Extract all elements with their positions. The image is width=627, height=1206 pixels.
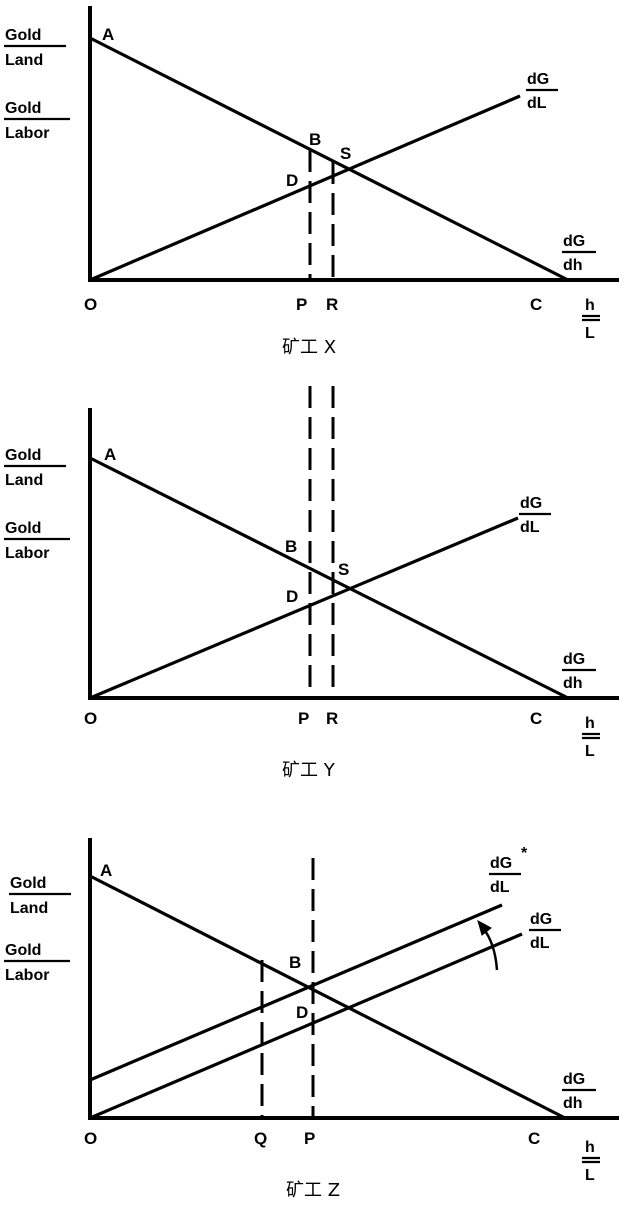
y-label-land-num: Gold	[10, 875, 46, 892]
curve-label-dGdL-den: dL	[520, 519, 540, 536]
x-label-den: L	[585, 325, 595, 342]
point-R: R	[326, 295, 338, 314]
curve-label-dGdL-star-num: dG	[490, 855, 512, 872]
curve-label-dGdh-num: dG	[563, 233, 585, 250]
curve-label-dGdh-den: dh	[563, 675, 583, 692]
point-C: C	[530, 709, 542, 728]
caption-y: 矿工 Y	[282, 760, 336, 781]
point-A: A	[100, 861, 112, 880]
curve-label-dGdh-num: dG	[563, 1071, 585, 1088]
curve-label-dGdL-num: dG	[527, 71, 549, 88]
point-P: P	[296, 295, 307, 314]
point-D: D	[296, 1003, 308, 1022]
y-label-labor-num: Gold	[5, 942, 41, 959]
point-C: C	[530, 295, 542, 314]
y-label-labor-den: Labor	[5, 125, 49, 142]
curve-label-dGdL-den: dL	[530, 935, 550, 952]
y-label-land-num: Gold	[5, 27, 41, 44]
point-D: D	[286, 587, 298, 606]
panel-x: Gold Land Gold Labor A B S D O P R C dG …	[4, 6, 619, 358]
point-S: S	[338, 560, 349, 579]
y-label-labor-den: Labor	[5, 967, 49, 984]
caption-x: 矿工 X	[282, 337, 336, 358]
point-R: R	[326, 709, 338, 728]
point-D: D	[286, 171, 298, 190]
curve-dGdL-star	[89, 903, 503, 1082]
point-S: S	[340, 144, 351, 163]
point-Q: Q	[254, 1129, 267, 1148]
curve-dGdL	[89, 932, 523, 1120]
point-C: C	[528, 1129, 540, 1148]
y-label-land-den: Land	[5, 472, 43, 489]
x-label-num: h	[585, 1139, 595, 1156]
curve-dGdL	[89, 516, 519, 700]
point-B: B	[289, 953, 301, 972]
y-label-land-num: Gold	[5, 447, 41, 464]
x-label-den: L	[585, 1167, 595, 1184]
shift-arrow-head-icon	[477, 919, 492, 936]
curve-dGdh	[89, 874, 566, 1120]
point-P: P	[304, 1129, 315, 1148]
caption-z: 矿工 Z	[286, 1180, 340, 1201]
y-label-labor-num: Gold	[5, 100, 41, 117]
point-B: B	[285, 537, 297, 556]
curve-label-dGdL-num: dG	[520, 495, 542, 512]
point-A: A	[104, 445, 116, 464]
x-label-num: h	[585, 297, 595, 314]
curve-dGdL	[89, 94, 521, 282]
curve-dGdh	[89, 456, 569, 700]
y-label-land-den: Land	[10, 900, 48, 917]
y-label-labor-num: Gold	[5, 520, 41, 537]
point-O: O	[84, 1129, 97, 1148]
curve-label-dGdh-num: dG	[563, 651, 585, 668]
panel-z: Gold Land Gold Labor A B D O Q P C dG * …	[4, 838, 619, 1201]
curve-label-star: *	[521, 845, 528, 862]
curve-label-dGdh-den: dh	[563, 1095, 583, 1112]
curve-label-dGdh-den: dh	[563, 257, 583, 274]
panel-y: Gold Land Gold Labor A B S D O P R C dG …	[4, 386, 619, 781]
point-B: B	[309, 130, 321, 149]
point-A: A	[102, 25, 114, 44]
point-P: P	[298, 709, 309, 728]
point-O: O	[84, 295, 97, 314]
point-O: O	[84, 709, 97, 728]
curve-label-dGdL-den: dL	[527, 95, 547, 112]
curve-label-dGdL-star-den: dL	[490, 879, 510, 896]
y-label-labor-den: Labor	[5, 545, 49, 562]
curve-label-dGdL-num: dG	[530, 911, 552, 928]
y-label-land-den: Land	[5, 52, 43, 69]
x-label-den: L	[585, 743, 595, 760]
curve-dGdh	[89, 36, 569, 282]
x-label-num: h	[585, 715, 595, 732]
